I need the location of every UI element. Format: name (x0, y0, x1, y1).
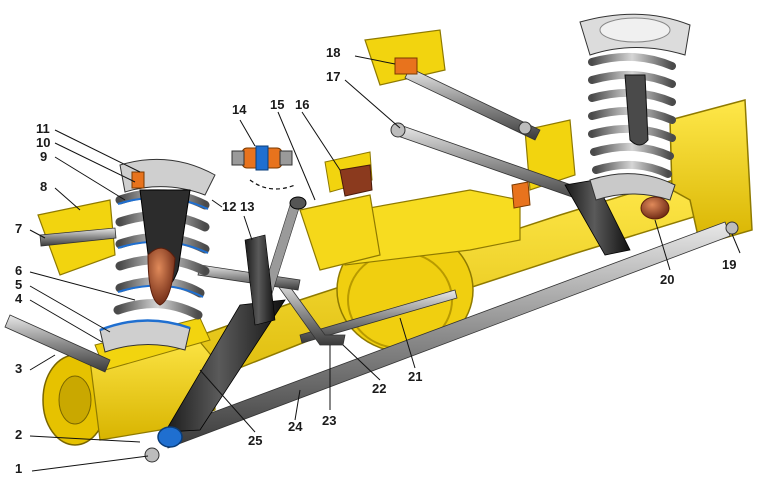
callout-9: 9 (40, 149, 48, 164)
callout-15: 15 (270, 97, 285, 112)
bushing-16 (339, 164, 373, 197)
leader-10 (54, 142, 136, 183)
leader-15 (277, 111, 316, 201)
callout-4: 4 (15, 291, 23, 306)
bolt-19 (725, 221, 739, 235)
callout-25: 25 (248, 433, 263, 448)
leader-7 (29, 229, 46, 239)
callout-18: 18 (326, 45, 341, 60)
leader-1 (31, 455, 149, 472)
callout-20: 20 (660, 272, 675, 287)
right-spring-bottom-seat (589, 173, 676, 201)
left-coil-spring (99, 158, 216, 353)
callout-17: 17 (326, 69, 341, 84)
shock-top-eye (289, 196, 307, 210)
callout-10: 10 (36, 135, 51, 150)
left-hub-center (58, 375, 92, 425)
bolt-rear (518, 121, 532, 135)
right-bump-rubber (640, 196, 670, 220)
leader-8 (54, 187, 81, 211)
leader-22 (342, 344, 381, 381)
leader-25 (199, 369, 256, 433)
leader-12 (211, 199, 223, 208)
leader-4 (29, 299, 103, 343)
transverse-bar (299, 289, 458, 344)
shock-bottom-eye (157, 426, 183, 448)
hex-bolt-icon (390, 122, 406, 138)
callout-11: 11 (36, 121, 50, 136)
leader-24 (294, 389, 301, 421)
leader-6 (29, 271, 136, 301)
bushing-17 (511, 181, 531, 209)
callout-5: 5 (15, 277, 23, 292)
leader-3 (29, 354, 56, 371)
callout-1: 1 (15, 461, 23, 476)
leader-lines (29, 55, 741, 472)
leader-2 (29, 435, 141, 443)
leader-11 (54, 129, 141, 173)
callout-21: 21 (408, 369, 423, 384)
right-shock-absorber (564, 179, 631, 256)
right-shock-body (564, 179, 631, 256)
short-shock-13 (244, 234, 276, 326)
center-bracket (299, 194, 381, 271)
callout-2: 2 (15, 427, 23, 442)
leader-16 (301, 111, 341, 171)
leader-5 (29, 285, 111, 333)
callout-8: 8 (40, 179, 48, 194)
callout-13: 13 (240, 199, 255, 214)
callout-3: 3 (15, 361, 23, 376)
leader-13 (243, 215, 253, 241)
leader-18 (354, 55, 396, 65)
leader-21 (399, 317, 416, 369)
callout-16: 16 (295, 97, 310, 112)
callout-7: 7 (15, 221, 23, 236)
leader-14 (239, 119, 256, 147)
right-bump-stop (624, 74, 649, 146)
bushing-detail-14 (231, 145, 296, 190)
spring-insulator (131, 171, 145, 189)
leader-19 (731, 233, 741, 254)
leader-17 (344, 79, 401, 129)
bolt-1 (144, 447, 160, 463)
callout-6: 6 (15, 263, 23, 278)
callout-23: 23 (322, 413, 337, 428)
upper-rear-rod (404, 67, 541, 141)
bushing-18 (394, 57, 418, 75)
callout-22: 22 (372, 381, 387, 396)
leader-9 (54, 156, 126, 201)
callout-24: 24 (288, 419, 303, 434)
left-bump-stop-rubber (147, 247, 176, 306)
left-stabilizer-bar (4, 314, 111, 373)
rods (4, 67, 731, 449)
callout-14: 14 (232, 102, 247, 117)
callout-19: 19 (722, 257, 737, 272)
right-body-bracket (669, 99, 753, 246)
right-coil-spring (579, 13, 691, 220)
leader-20 (654, 219, 671, 271)
bolt-7 (39, 227, 117, 247)
callout-12: 12 (222, 199, 237, 214)
